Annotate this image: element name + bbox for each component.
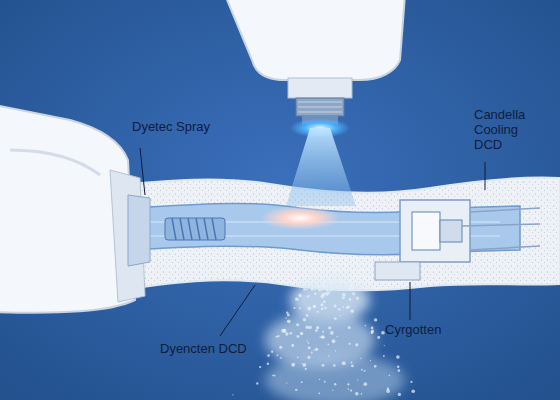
part-label: Dyencten DCD [160, 342, 247, 357]
part-label: Dyetec Spray [132, 120, 210, 135]
part-label: Candella Cooling DCD [474, 108, 538, 153]
part-label: Cyrgotten [385, 323, 441, 338]
